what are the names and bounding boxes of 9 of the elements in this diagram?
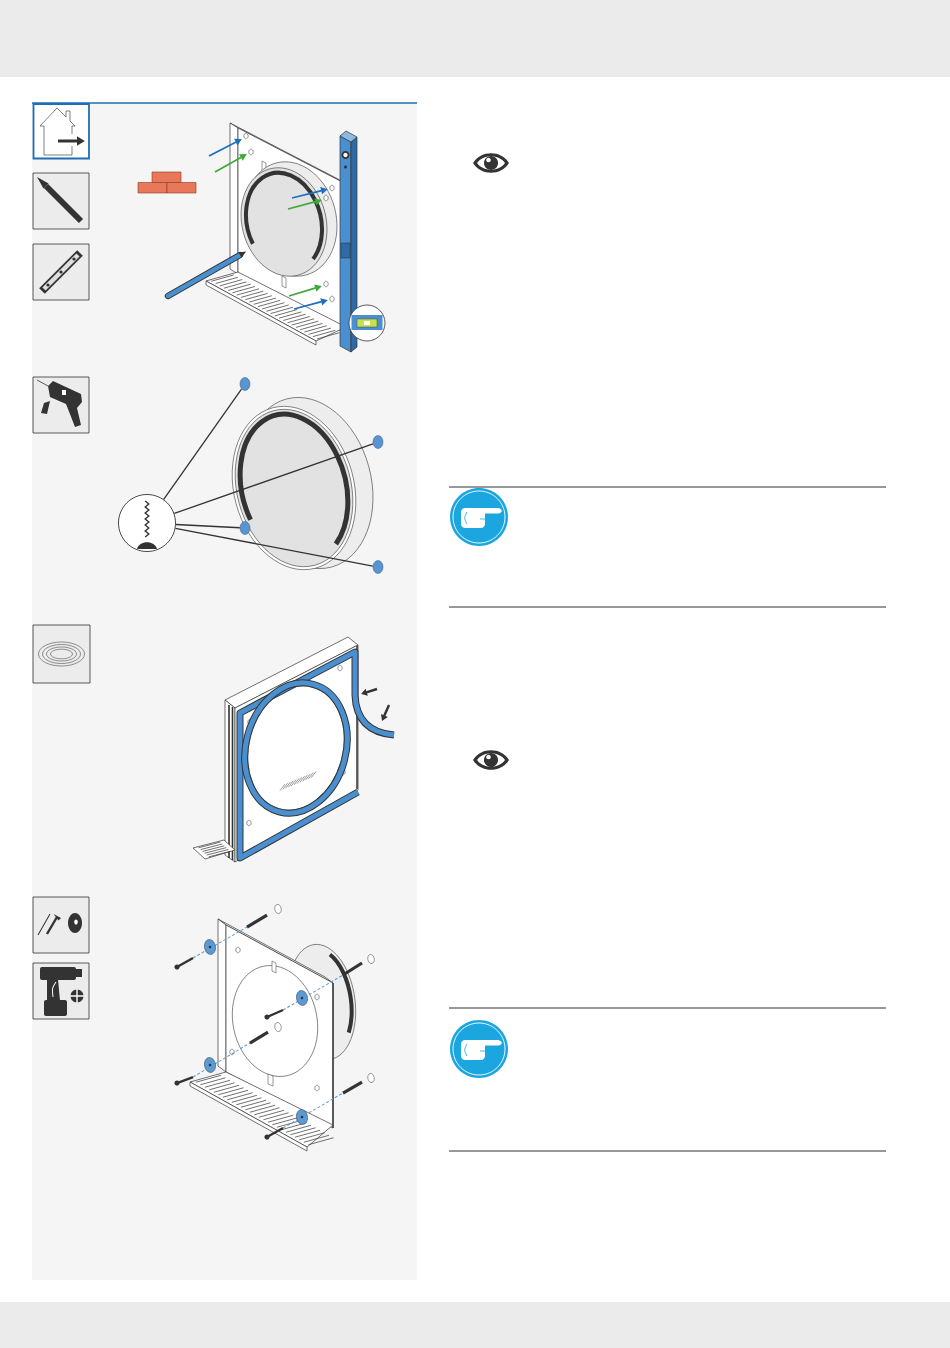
leader-line [173, 443, 374, 515]
detail-circle [118, 494, 176, 552]
drill-hole-marker [372, 560, 384, 574]
drill-hole-marker [239, 377, 251, 391]
drill-hole-marker [239, 521, 251, 535]
leader-line [175, 523, 241, 529]
leader-line [174, 527, 374, 567]
leader-line [163, 388, 243, 500]
drill-hole-marker [372, 435, 384, 449]
